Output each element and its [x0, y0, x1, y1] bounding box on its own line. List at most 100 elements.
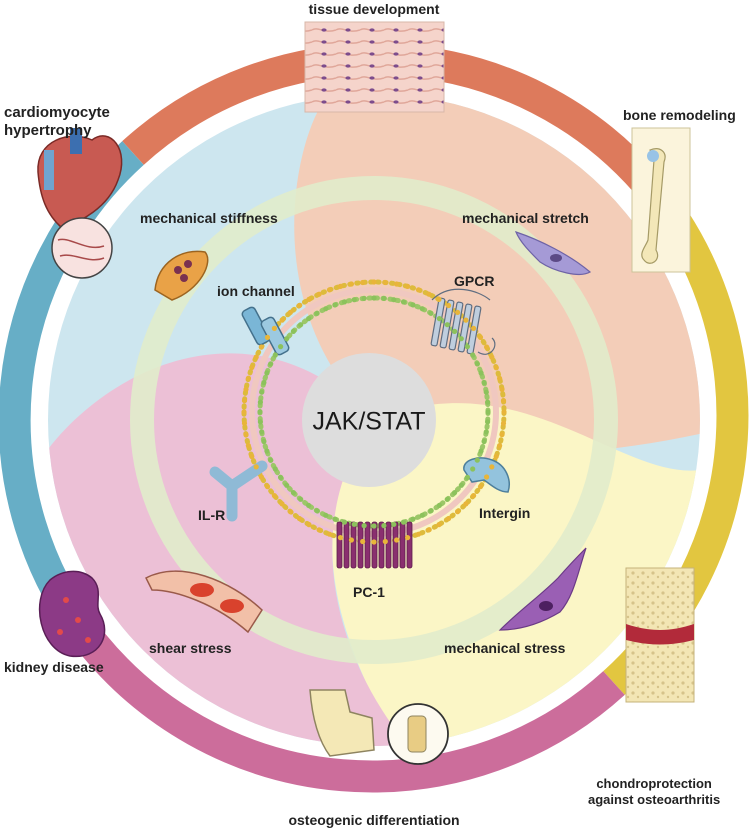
lipid-head — [463, 501, 469, 507]
lipid-head — [394, 281, 400, 287]
lipid-head — [264, 334, 271, 340]
lipid-head — [419, 512, 425, 518]
stretched-cell-icon — [514, 231, 592, 275]
lipid-head — [478, 370, 484, 376]
lipid-head — [446, 302, 452, 309]
lipid-head — [444, 322, 450, 328]
lipid-head — [314, 508, 320, 514]
lipid-head — [497, 443, 503, 449]
lipid-head — [264, 448, 270, 454]
lipid-head — [485, 409, 491, 415]
lipid-head — [474, 361, 480, 367]
label-gpcr: GPCR — [454, 273, 495, 289]
lipid-head — [464, 474, 470, 480]
lipid-head — [493, 364, 499, 371]
lipid-head — [391, 521, 397, 527]
lipid-head — [455, 509, 461, 515]
lipid-head — [391, 297, 397, 303]
lipid-head — [298, 322, 304, 328]
lipid-head — [257, 419, 263, 425]
lipid-head — [361, 523, 367, 529]
label-il-r: IL-R — [198, 507, 226, 523]
lipid-head — [257, 409, 263, 415]
lipid-head — [483, 389, 489, 395]
heart-icon — [37, 128, 123, 279]
lipid-head — [306, 522, 312, 528]
lipid-head — [371, 279, 377, 285]
lipid-head — [316, 527, 322, 533]
lipid-head — [419, 306, 425, 312]
lipid-head — [426, 291, 432, 297]
lipid-head — [332, 302, 338, 308]
lipid-head — [264, 484, 271, 490]
inner-ring — [130, 176, 618, 664]
lipid-head — [279, 501, 285, 507]
lipid-head — [415, 287, 422, 293]
lipid-head — [489, 354, 495, 360]
lipid-head — [272, 352, 278, 358]
lipid-head — [500, 420, 507, 426]
label-ion-channel: ion channel — [217, 283, 295, 299]
stress-cell-icon — [498, 547, 587, 631]
lipid-head — [314, 310, 320, 316]
lipid-head — [471, 325, 477, 331]
lipid-head — [268, 361, 274, 367]
lipid-head — [485, 419, 491, 425]
lipid-head — [483, 429, 489, 435]
lipid-head — [253, 464, 259, 470]
lipid-head — [446, 515, 452, 522]
center-circle — [302, 353, 436, 487]
bone-icon — [631, 127, 691, 273]
lipid-head — [245, 375, 251, 381]
lipid-head — [287, 509, 293, 515]
lipid-head — [259, 429, 265, 435]
lipid-head — [477, 484, 484, 490]
lipid-head — [348, 281, 354, 287]
lipid-head — [405, 283, 411, 289]
label-shear-stress: shear stress — [149, 640, 232, 656]
lipid-head — [360, 279, 366, 286]
lipid-head — [284, 482, 290, 488]
lipid-heads — [241, 279, 507, 545]
lipid-head — [298, 496, 304, 502]
lipid-head — [444, 496, 450, 502]
lipid-head — [371, 523, 377, 529]
lipid-head — [405, 535, 411, 541]
lipid-head — [316, 291, 322, 297]
lipid-head — [296, 515, 302, 522]
lipid-head — [268, 457, 274, 463]
lipid-head — [455, 309, 461, 315]
lipid-head — [257, 399, 263, 405]
lipid-head — [351, 521, 357, 527]
lipid-head — [337, 535, 343, 541]
lipid-head — [371, 295, 377, 301]
lipid-head — [279, 317, 285, 323]
kidney-icon — [38, 570, 106, 658]
lipid-head — [323, 512, 329, 518]
lipid-head — [493, 453, 499, 460]
lipid-head — [341, 299, 348, 305]
lipid-head — [296, 302, 302, 309]
jaw-icon — [309, 689, 449, 765]
lipid-head — [361, 295, 367, 301]
label-chondroprotection-line1: chondroprotection — [596, 776, 712, 791]
lipid-head — [410, 516, 416, 522]
lipid-head — [351, 297, 357, 303]
lipid-head — [481, 379, 487, 386]
lipid-head — [249, 453, 255, 460]
lipid-head — [436, 522, 442, 528]
lipid-head — [371, 539, 377, 545]
blood-vessel-shear-icon — [145, 570, 263, 634]
label-cardiomyocyte-line1: cardiomyocyte — [4, 104, 110, 121]
lipid-head — [382, 538, 388, 545]
label-osteogenic-differentiation: osteogenic differentiation — [288, 812, 460, 828]
label-mechanical-stiffness: mechanical stiffness — [140, 210, 278, 226]
lipid-head — [452, 328, 458, 334]
lipid-head — [471, 493, 477, 499]
lipid-head — [382, 279, 388, 286]
lipid-head — [253, 354, 259, 360]
lipid-head — [415, 531, 422, 537]
lipid-head — [259, 389, 265, 395]
lipid-head — [381, 295, 387, 301]
